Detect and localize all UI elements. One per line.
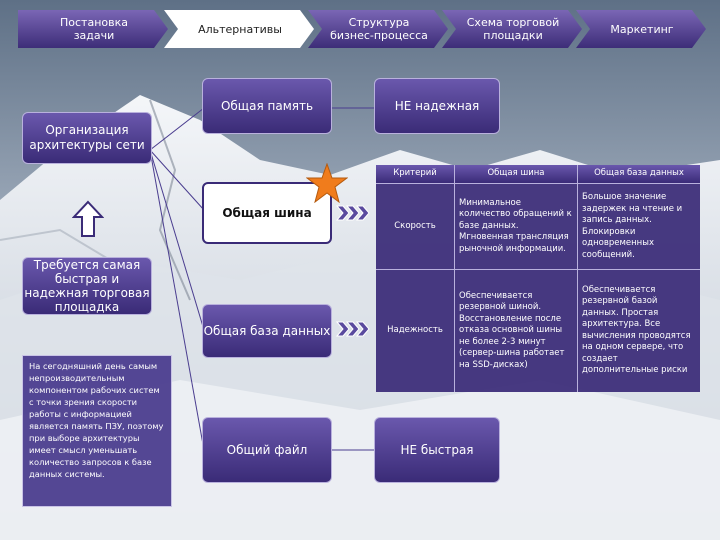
explanation-text: На сегодняшний день самым непроизводител… (29, 361, 164, 479)
nav-step-label: Постановка задачи (60, 16, 128, 42)
db-cell: Большое значение задержек на чтение и за… (577, 183, 700, 270)
verdict-label: НЕ надежная (394, 98, 480, 113)
option-label: Общая память (220, 98, 314, 113)
header-criterion: Критерий (376, 165, 455, 184)
criterion-cell: Надежность (376, 269, 455, 392)
option-shared-file[interactable]: Общий файл (202, 417, 332, 483)
option-shared-database[interactable]: Общая база данных (202, 304, 332, 358)
nav-step-label: Маркетинг (610, 22, 674, 36)
verdict-label: НЕ быстрая (400, 442, 474, 457)
bus-cell: Минимальное количество обращений к базе … (454, 183, 578, 270)
requirement-box: Требуется самая быстрая и надежная торго… (22, 257, 152, 315)
table-row: Скорость Минимальное количество обращени… (376, 183, 700, 270)
explanation-note: На сегодняшний день самым непроизводител… (22, 355, 172, 507)
criterion-cell: Скорость (376, 183, 455, 270)
network-architecture-label: Организация архитектуры сети (29, 123, 145, 152)
requirement-text: Требуется самая быстрая и надежная торго… (24, 258, 150, 314)
network-architecture-box: Организация архитектуры сети (22, 112, 152, 164)
up-arrow-icon (72, 200, 104, 237)
chevron-arrows-icon (336, 321, 370, 337)
option-label: Общая база данных (203, 323, 331, 338)
table-header-row: Критерий Общая шина Общая база данных (376, 165, 700, 184)
option-label: Общий файл (226, 442, 308, 457)
table-row: Надежность Обеспечивается резервной шино… (376, 269, 700, 392)
star-icon (306, 163, 348, 203)
nav-step-marketplace-scheme[interactable]: Схема торговой площадки (442, 10, 582, 48)
bus-cell: Обеспечивается резервной шиной. Восстано… (454, 269, 578, 392)
nav-step-marketing[interactable]: Маркетинг (576, 10, 706, 48)
option-shared-memory[interactable]: Общая память (202, 78, 332, 134)
nav-step-label: Структура бизнес-процесса (330, 16, 428, 42)
nav-step-alternatives[interactable]: Альтернативы (164, 10, 314, 48)
option-label: Общая шина (222, 205, 312, 220)
chevron-arrows-icon (336, 205, 370, 221)
nav-step-process-structure[interactable]: Структура бизнес-процесса (308, 10, 448, 48)
nav-step-problem[interactable]: Постановка задачи (18, 10, 168, 48)
verdict-unreliable: НЕ надежная (374, 78, 500, 134)
header-shared-bus: Общая шина (454, 165, 578, 184)
process-nav: Постановка задачи Альтернативы Структура… (18, 10, 706, 48)
comparison-table: Критерий Общая шина Общая база данных Ск… (376, 165, 700, 392)
option-shared-bus[interactable]: Общая шина (202, 182, 332, 244)
db-cell: Обеспечивается резервной базой данных. П… (577, 269, 700, 392)
nav-step-label: Схема торговой площадки (466, 16, 560, 42)
header-shared-db: Общая база данных (577, 165, 700, 184)
nav-step-label: Альтернативы (198, 22, 282, 36)
verdict-not-fast: НЕ быстрая (374, 417, 500, 483)
